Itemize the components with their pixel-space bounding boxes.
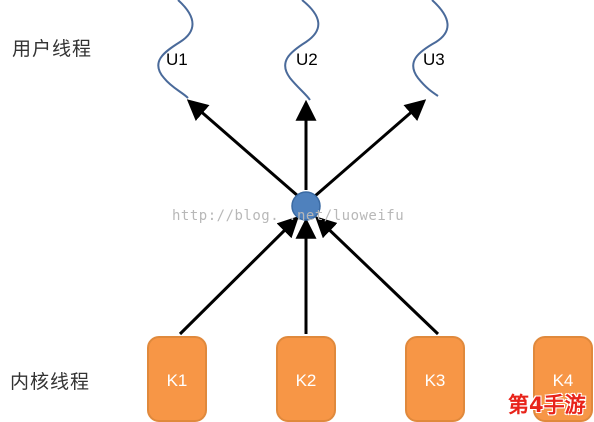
user-thread-u1: U1 bbox=[166, 50, 188, 69]
kernel-thread-k4: K4 bbox=[533, 336, 593, 422]
arrow-k1-to-node bbox=[178, 216, 299, 336]
kernel-threads-label: 内核线程 bbox=[10, 371, 91, 393]
user-thread-wave-u3 bbox=[412, 0, 449, 97]
kernel-thread-label: K3 bbox=[424, 371, 446, 390]
kernel-thread-label: K1 bbox=[166, 371, 188, 390]
kernel-thread-label: K2 bbox=[295, 371, 317, 390]
kernel-thread-k1: K1 bbox=[147, 336, 207, 422]
arrow-node-to-u1 bbox=[186, 99, 299, 198]
multiplex-node bbox=[291, 191, 321, 221]
arrow-k3-to-node bbox=[314, 216, 440, 336]
arrow-node-to-u3 bbox=[314, 99, 427, 198]
user-threads-label: 用户线程 bbox=[12, 38, 93, 60]
kernel-thread-k3: K3 bbox=[405, 336, 465, 422]
site-badge-logo: 第4手游 bbox=[508, 393, 586, 417]
user-thread-u2: U2 bbox=[296, 50, 318, 69]
user-thread-wave-u1 bbox=[157, 0, 194, 99]
user-thread-wave-u2 bbox=[284, 0, 320, 101]
kernel-thread-k2: K2 bbox=[276, 336, 336, 422]
kernel-thread-label: K4 bbox=[552, 371, 574, 390]
user-thread-u3: U3 bbox=[423, 50, 445, 69]
watermark-url: http://blog. .net/luoweifu bbox=[172, 208, 405, 224]
